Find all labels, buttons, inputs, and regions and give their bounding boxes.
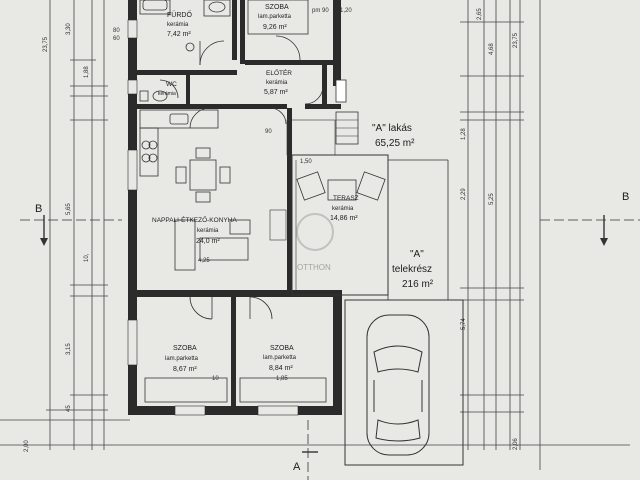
bathroom-floor: kerámia bbox=[167, 22, 189, 28]
bed-top-icon bbox=[247, 0, 309, 35]
plot-area: 216 m² bbox=[402, 279, 434, 290]
bedroom-left-name: SZOBA bbox=[173, 345, 197, 352]
door-swings bbox=[159, 35, 324, 320]
terrace-name: TERASZ bbox=[333, 195, 359, 202]
right-dimension-lines bbox=[460, 0, 541, 470]
wc-name: WC bbox=[166, 81, 177, 88]
bed-right-icon bbox=[239, 377, 327, 403]
watermark-text: OTTHON bbox=[297, 263, 331, 272]
section-mark-bottom: A bbox=[293, 420, 318, 480]
section-label-left: B bbox=[35, 203, 42, 215]
section-mark-right: B bbox=[540, 191, 640, 246]
wc-floor: kerámia bbox=[158, 91, 176, 97]
apartment-label: "A" lakás 65,25 m² bbox=[372, 123, 415, 149]
dim-10b: 10 bbox=[212, 376, 219, 382]
bed-left-icon bbox=[144, 377, 228, 403]
watermark-logo: OTTHON bbox=[296, 213, 334, 272]
plot-subtitle: telekrész bbox=[392, 264, 432, 275]
left-dimension-lines bbox=[0, 0, 630, 450]
dim-3-15: 3,15 bbox=[66, 343, 72, 355]
terrace-door-frame bbox=[286, 119, 336, 156]
dim-23-75-right: 23,75 bbox=[513, 32, 519, 48]
dim-45: 45 bbox=[66, 405, 72, 412]
dim-pm-90: pm 90 bbox=[312, 8, 329, 14]
dim-23-75-left: 23,75 bbox=[43, 36, 49, 52]
bedroom-right-name: SZOBA bbox=[270, 345, 294, 352]
bedroom-left-area: 8,67 m² bbox=[173, 366, 197, 373]
dim-2-06: 2,06 bbox=[513, 438, 519, 450]
dim-2-00: 2,00 bbox=[24, 440, 30, 452]
hallway-name: ELŐTÉR bbox=[266, 68, 292, 77]
dim-5-25: 5,25 bbox=[489, 193, 495, 205]
dim-1-28: 1,28 bbox=[461, 128, 467, 140]
entrance-door bbox=[335, 79, 347, 103]
apartment-area: 65,25 m² bbox=[375, 138, 415, 149]
hallway-area: 5,87 m² bbox=[264, 89, 288, 96]
living-name: NAPPALI-ÉTKEZŐ-KONYHA bbox=[152, 215, 237, 224]
dim-1-20: 1,20 bbox=[340, 8, 352, 14]
dim-60: 60 bbox=[113, 36, 120, 42]
dim-5-74: 5,74 bbox=[461, 318, 467, 330]
plot-title: "A" bbox=[410, 249, 424, 260]
bedroom-top-name: SZOBA bbox=[265, 4, 289, 11]
bedroom-top-area: 9,26 m² bbox=[263, 24, 287, 31]
terrace-floor: kerámia bbox=[332, 206, 354, 212]
section-label-bottom: A bbox=[293, 461, 301, 473]
dim-90: 90 bbox=[265, 129, 272, 135]
hallway-floor: kerámia bbox=[266, 80, 288, 86]
room-label-living: NAPPALI-ÉTKEZŐ-KONYHA kerámia 24,0 m² bbox=[152, 215, 237, 245]
dim-3-30: 3,30 bbox=[66, 23, 72, 35]
bedroom-right-area: 8,84 m² bbox=[269, 365, 293, 372]
dim-1-50: 1,50 bbox=[300, 159, 312, 165]
section-label-right: B bbox=[622, 191, 629, 203]
room-label-bathroom: FÜRDŐ kerámia 7,42 m² bbox=[167, 10, 192, 38]
terrace-area bbox=[291, 154, 389, 296]
bedroom-left-floor: lam.parketta bbox=[165, 356, 199, 362]
parking-outline bbox=[344, 299, 464, 466]
dim-4-68: 4,68 bbox=[489, 43, 495, 55]
dim-2-65: 2,65 bbox=[477, 8, 483, 20]
windows bbox=[127, 19, 299, 416]
room-label-bedroom-top: SZOBA lam.parketta 9,26 m² bbox=[258, 4, 292, 31]
bathroom-name: FÜRDŐ bbox=[167, 10, 192, 19]
apartment-title: "A" lakás bbox=[372, 123, 412, 134]
dim-1-85: 1,85 bbox=[276, 376, 288, 382]
section-mark-left: B bbox=[20, 203, 122, 246]
dim-80: 80 bbox=[113, 28, 120, 34]
dining-table-icon bbox=[175, 147, 231, 203]
car-icon bbox=[366, 314, 430, 456]
room-label-bedroom-left: SZOBA lam.parketta 8,67 m² bbox=[165, 345, 199, 373]
bathroom-area: 7,42 m² bbox=[167, 31, 191, 38]
terrace-sliding-door bbox=[269, 209, 287, 241]
building-walls bbox=[128, 0, 342, 415]
kitchen-counter bbox=[139, 109, 219, 177]
living-floor: kerámia bbox=[197, 228, 219, 234]
sofa-icon bbox=[174, 219, 251, 271]
dim-4-25: 4,25 bbox=[198, 258, 210, 264]
room-label-wc: WC kerámia bbox=[158, 81, 177, 97]
bedroom-top-floor: lam.parketta bbox=[258, 14, 292, 20]
dim-5-65: 5,65 bbox=[66, 203, 72, 215]
bathtub-icon bbox=[139, 0, 171, 15]
dim-2-29: 2,29 bbox=[461, 188, 467, 200]
living-area: 24,0 m² bbox=[196, 238, 220, 245]
bedroom-right-floor: lam.parketta bbox=[263, 355, 297, 361]
terrace-area-label: 14,86 m² bbox=[330, 215, 358, 222]
sink-icon bbox=[203, 0, 231, 17]
toilet-icon bbox=[139, 90, 168, 102]
dim-1-88: 1,88 bbox=[84, 66, 90, 78]
plot-label: "A" telekrész 216 m² bbox=[392, 249, 434, 290]
dim-10: 10, bbox=[84, 253, 90, 262]
room-label-terrace: TERASZ kerámia 14,86 m² bbox=[330, 195, 359, 222]
room-label-bedroom-right: SZOBA lam.parketta 8,84 m² bbox=[263, 345, 297, 372]
washer-icon bbox=[185, 42, 195, 52]
room-label-hallway: ELŐTÉR kerámia 5,87 m² bbox=[264, 68, 292, 96]
